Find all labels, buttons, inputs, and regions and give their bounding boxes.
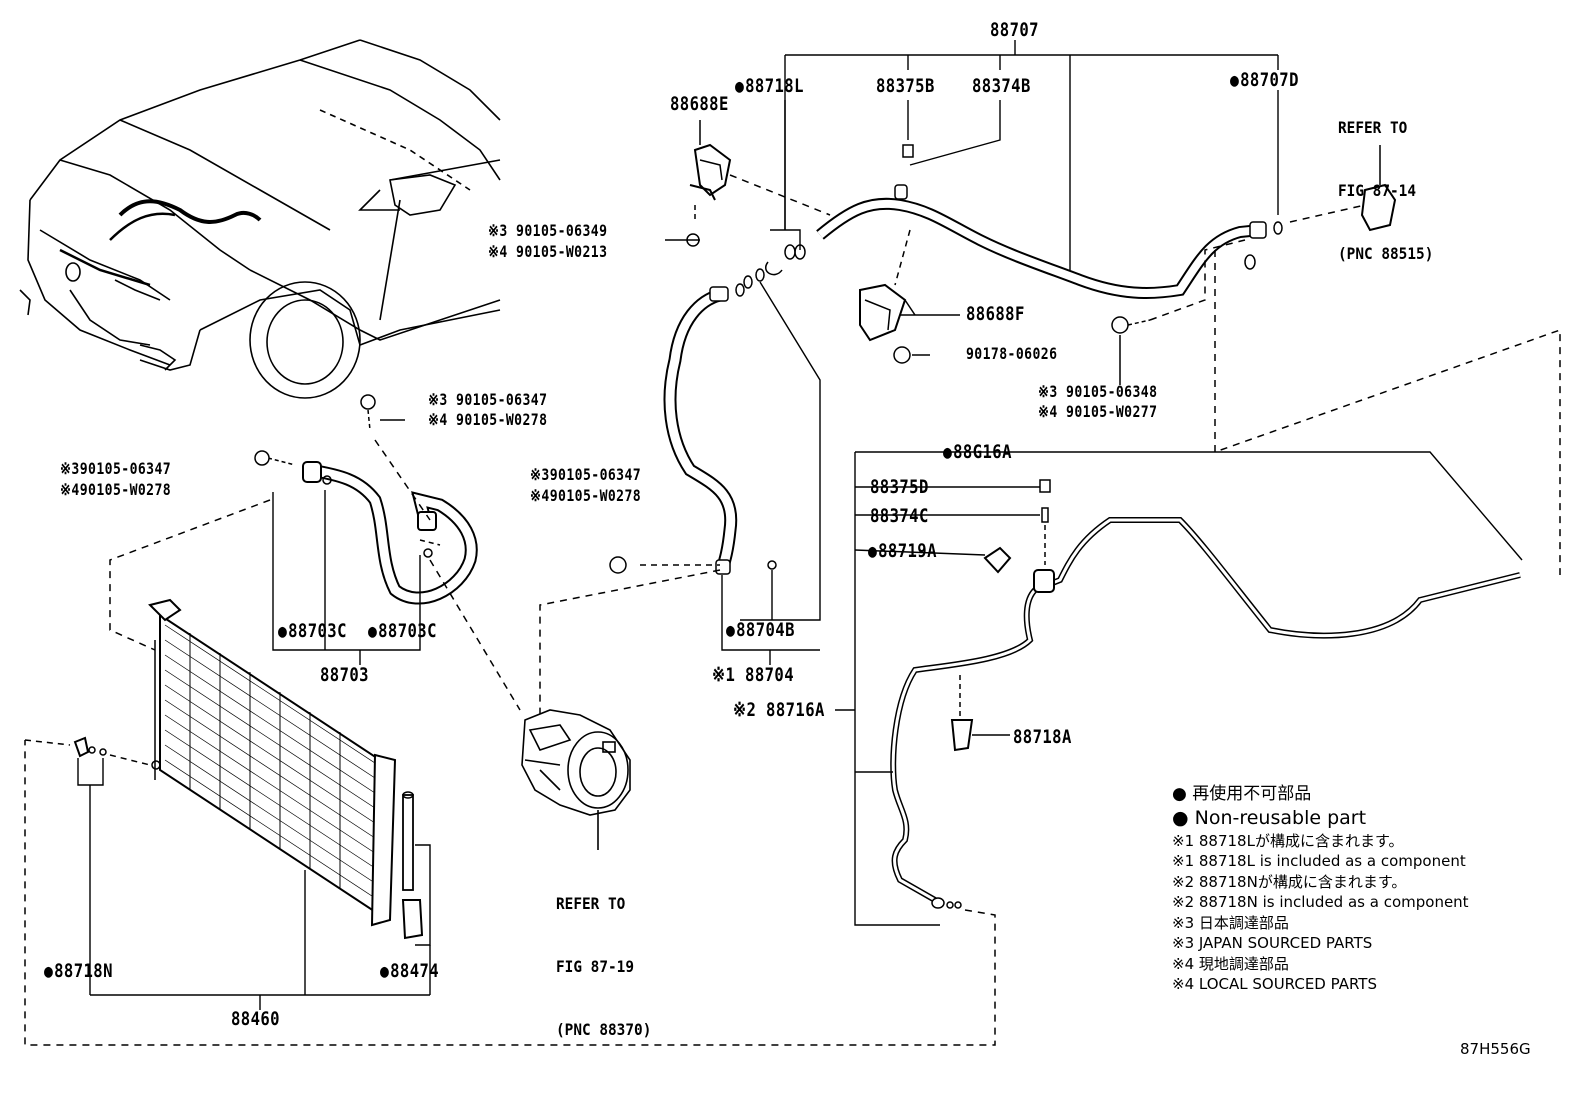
refer-bottom-line1: REFER TO	[556, 894, 626, 913]
label-88718L: 88718L	[735, 76, 804, 97]
label-bolt-c-local: ※4 90105-W0278	[428, 410, 548, 429]
refer-top-line1: REFER TO	[1338, 118, 1408, 137]
label-90178: 90178-06026	[966, 344, 1058, 363]
refer-fig-87-19: REFER TO FIG 87-19 (PNC 88370)	[556, 851, 651, 1061]
label-88688F: 88688F	[966, 303, 1025, 325]
label-88718A: 88718A	[1013, 726, 1072, 748]
compressor	[521, 709, 631, 850]
refer-fig-87-14: REFER TO FIG 87-14 (PNC 88515)	[1338, 75, 1433, 285]
label-88703: 88703	[320, 664, 369, 686]
figure-id: 87H556G	[1460, 1040, 1531, 1058]
label-88374B: 88374B	[972, 75, 1031, 97]
label-88716A: ※2 88716A	[733, 699, 825, 721]
label-88719A: 88719A	[868, 541, 937, 562]
label-bolt-e-jp: ※390105-06347	[530, 465, 642, 484]
connector-88515	[1214, 145, 1561, 575]
legend-note4-en: ※4 LOCAL SOURCED PARTS	[1172, 975, 1377, 993]
label-88718N: 88718N	[44, 961, 113, 982]
oring-b	[794, 244, 806, 260]
legend-note1-en: ※1 88718L is included as a component	[1172, 852, 1466, 870]
liquid-pipe-88716A	[24, 451, 1523, 1046]
bracket-88688E	[665, 120, 831, 247]
label-bolt-b-local: ※4 90105-W0277	[1038, 402, 1158, 421]
label-88460: 88460	[231, 1008, 280, 1030]
label-bolt-e-local: ※490105-W0278	[530, 486, 642, 505]
discharge-hose-88703	[109, 394, 521, 711]
bracket-88688F	[859, 229, 960, 364]
label-bolt-a-jp: ※3 90105-06349	[488, 221, 608, 240]
label-bolt-d-jp: ※390105-06347	[60, 459, 172, 478]
leader-88707	[770, 40, 1279, 270]
refer-top-line2: FIG 87-14	[1338, 181, 1417, 200]
legend-note3-jp: ※3 日本調達部品	[1172, 913, 1289, 932]
car-illustration	[19, 39, 501, 399]
bolt-right	[1111, 239, 1246, 385]
label-88703C-a: 88703C	[278, 621, 347, 642]
label-bolt-b-jp: ※3 90105-06348	[1038, 382, 1158, 401]
discharge-pipe-88707	[816, 184, 1283, 299]
label-88375B: 88375B	[876, 75, 935, 97]
legend-note4-jp: ※4 現地調達部品	[1172, 954, 1289, 973]
refer-bottom-line2: FIG 87-19	[556, 957, 635, 976]
label-88474: 88474	[380, 961, 439, 982]
label-88707D: 88707D	[1230, 70, 1299, 91]
refer-bottom-line3: (PNC 88370)	[556, 1020, 652, 1039]
condenser-88460	[24, 598, 431, 1010]
legend-note2-jp: ※2 88718Nが構成に含まれます。	[1172, 872, 1407, 891]
legend-nonreusable-en: ● Non-reusable part	[1172, 806, 1367, 829]
label-bolt-d-local: ※490105-W0278	[60, 480, 172, 499]
legend-note3-en: ※3 JAPAN SOURCED PARTS	[1172, 934, 1373, 952]
legend: ● 再使用不可部品 ● Non-reusable part ※1 88718Lが…	[1172, 784, 1469, 995]
label-88G16A: 88G16A	[943, 442, 1012, 463]
label-88707: 88707	[990, 19, 1039, 41]
legend-note2-en: ※2 88718N is included as a component	[1172, 893, 1469, 911]
label-88688E: 88688E	[670, 93, 729, 115]
suction-hose-88704	[539, 268, 821, 720]
label-88704: ※1 88704	[712, 664, 794, 686]
label-bolt-c-jp: ※3 90105-06347	[428, 390, 548, 409]
plug-88375B	[902, 144, 914, 158]
refer-top-line3: (PNC 88515)	[1338, 244, 1434, 263]
legend-nonreusable-jp: ● 再使用不可部品	[1172, 784, 1312, 804]
legend-note1-jp: ※1 88718Lが構成に含まれます。	[1172, 831, 1404, 850]
oring-a	[784, 244, 796, 260]
label-88375D: 88375D	[870, 476, 929, 498]
label-88703C-b: 88703C	[368, 621, 437, 642]
label-88374C: 88374C	[870, 505, 929, 527]
label-88704B: 88704B	[726, 620, 795, 641]
label-bolt-a-local: ※4 90105-W0213	[488, 242, 608, 261]
